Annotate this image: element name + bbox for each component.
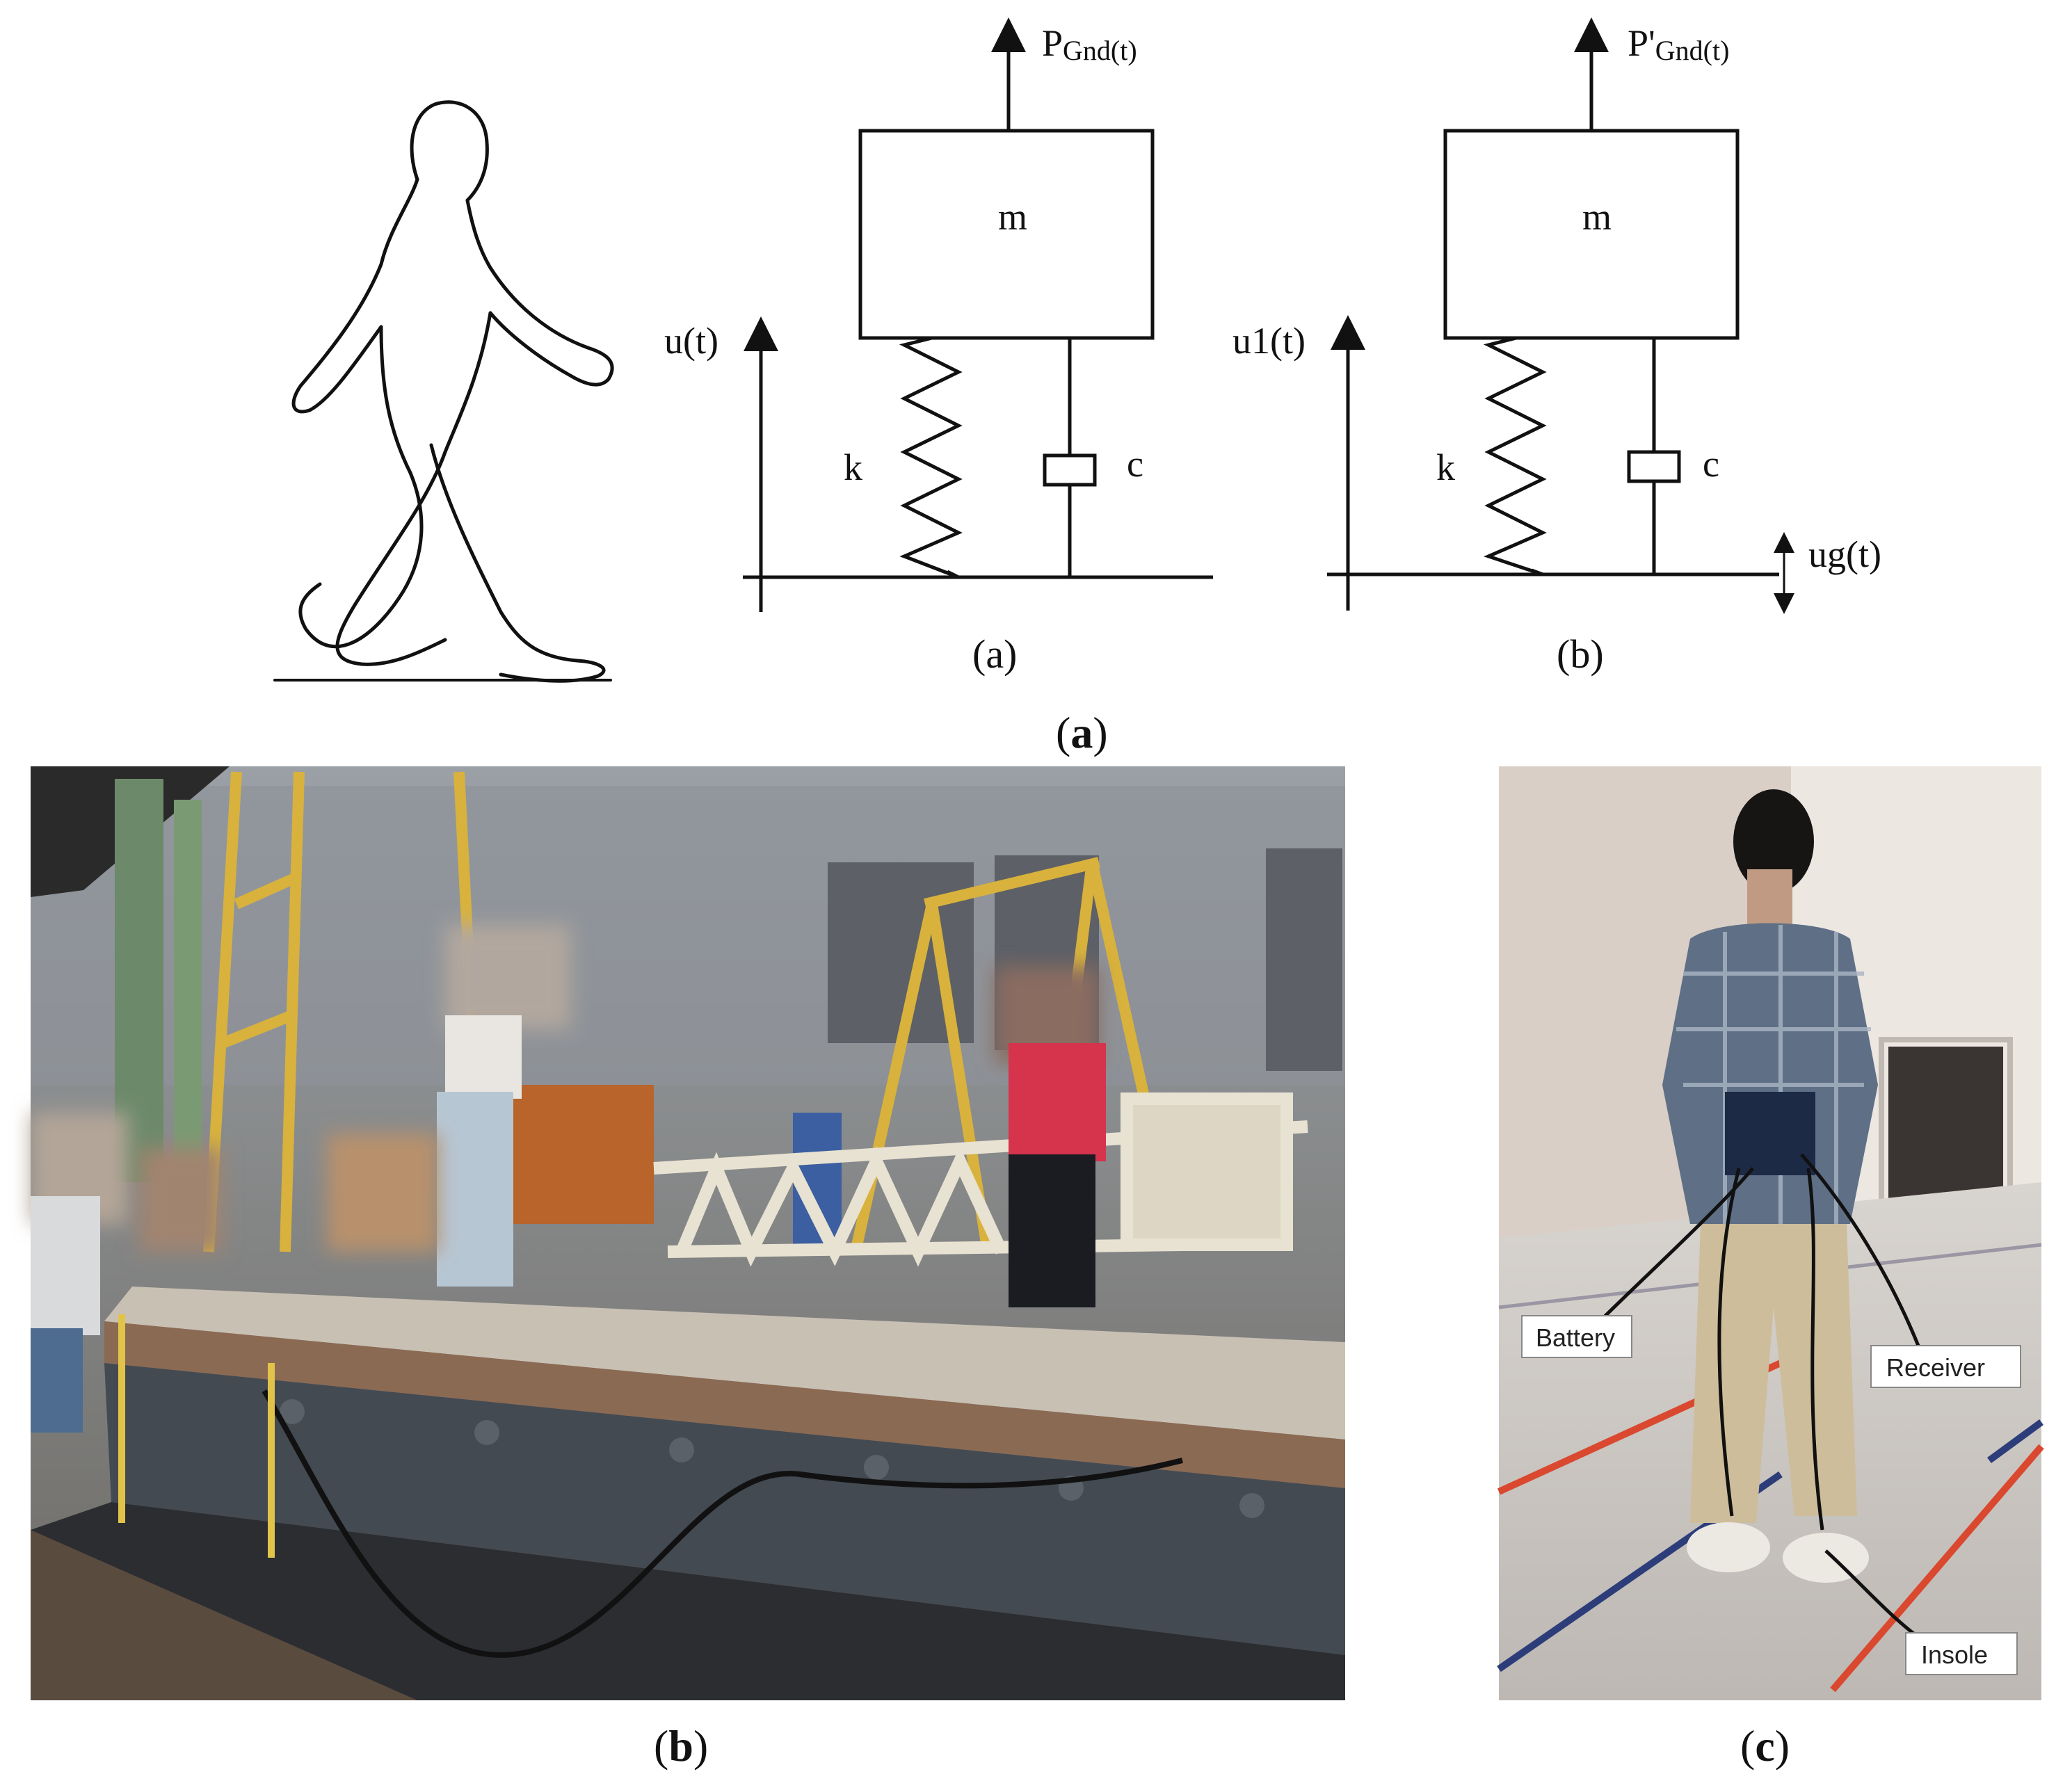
force-label-b: P'Gnd(t): [1628, 22, 1729, 66]
sdof-model-b: [1327, 17, 1794, 614]
mass-block-a: [858, 129, 1155, 340]
model-caption-b: (b): [1557, 631, 1604, 677]
spring-label-a: k: [844, 446, 862, 488]
mass-block-b: [1443, 129, 1740, 340]
pedestrian-standing: [995, 967, 1106, 1307]
sdof-model-a: [743, 17, 1213, 612]
insole-callout: Insole: [1905, 1632, 2018, 1675]
ground-disp-label: ug(t): [1808, 533, 1881, 575]
spring-b: [1483, 336, 1547, 576]
bystanders-blurred: [31, 1113, 438, 1433]
mass-label-a: m: [998, 196, 1027, 238]
pedestrian-walking: [437, 925, 570, 1287]
battery-callout: Battery: [1521, 1315, 1632, 1358]
spring-label-b: k: [1436, 446, 1455, 488]
damper-label-b: c: [1703, 443, 1719, 485]
model-caption-a: (a): [972, 631, 1017, 677]
receiver-callout: Receiver: [1870, 1345, 2021, 1388]
mass-label-b: m: [1582, 196, 1612, 238]
disp-label-b: u1(t): [1232, 320, 1306, 362]
damper-body-a: [1043, 453, 1097, 487]
panel-caption-c: (c): [1740, 1721, 1790, 1771]
svg-text:Receiver: Receiver: [1886, 1353, 1985, 1382]
damper-label-a: c: [1127, 443, 1143, 485]
lab-footbridge-photo: [31, 766, 1345, 1700]
panel-caption-b: (b): [654, 1721, 708, 1771]
force-label-a: PGnd(t): [1042, 22, 1137, 66]
damper-body-b: [1627, 450, 1681, 483]
disp-label-a: u(t): [664, 320, 718, 362]
svg-text:Insole: Insole: [1921, 1640, 1988, 1669]
panel-caption-a: (a): [1056, 708, 1108, 757]
spring-a: [899, 336, 963, 579]
insole-sensor-photo: [1497, 766, 2044, 1700]
svg-text:Battery: Battery: [1536, 1323, 1615, 1352]
walking-person-sketch: [273, 100, 614, 683]
